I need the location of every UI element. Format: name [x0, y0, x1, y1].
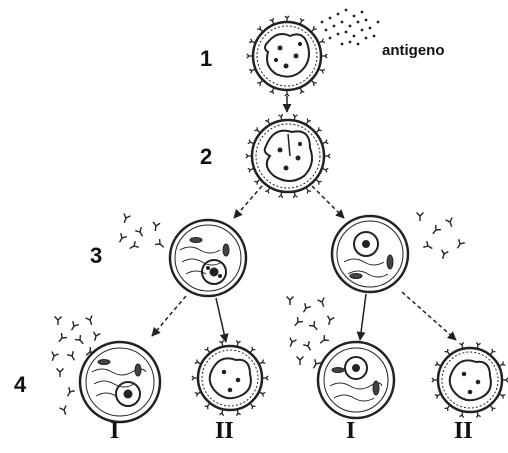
- antibody-icon: [439, 250, 448, 260]
- arrow-3-to-4-a: [152, 296, 186, 336]
- antibody-icon: [292, 317, 303, 328]
- arrow-3-to-4-b: [216, 298, 226, 342]
- cell-type-label-4: II: [454, 418, 473, 445]
- cell-type-label-3: I: [346, 418, 355, 445]
- antibody-icon: [292, 192, 297, 198]
- antibody-icon: [68, 321, 78, 332]
- antibody-icon: [192, 376, 197, 380]
- antibody-icon: [285, 16, 289, 21]
- antibody-icon: [67, 351, 77, 362]
- antibody-icon: [446, 218, 455, 228]
- step-label-4: 4: [14, 372, 26, 398]
- arrow-2-to-3-right: [312, 186, 344, 218]
- antibody-icon: [279, 192, 284, 198]
- arrow-3-to-4-d: [402, 292, 456, 340]
- b-cell-stage-1: [192, 16, 508, 418]
- step-label-1: 1: [200, 46, 212, 72]
- antibody-icon: [49, 352, 58, 362]
- antibody-icon: [297, 357, 304, 366]
- antibody-icon: [309, 321, 320, 332]
- antibody-icon: [417, 213, 424, 222]
- antibodies-step-4: [49, 297, 334, 416]
- cell-type-label-2: II: [215, 418, 234, 445]
- antibody-icon: [246, 154, 251, 158]
- cell-type-label-1: I: [110, 418, 119, 445]
- antibody-icon: [318, 335, 329, 346]
- antibody-icon: [155, 239, 166, 250]
- differentiating-cell-right: [332, 216, 408, 292]
- antibody-icon: [430, 225, 441, 236]
- antibody-icon: [432, 378, 437, 382]
- antibody-icon: [56, 333, 67, 344]
- antibodies-step-3: [116, 213, 464, 260]
- antigen-particles: [321, 9, 380, 46]
- step-label-2: 2: [200, 144, 212, 170]
- differentiating-cell-left: [170, 220, 246, 296]
- memory-cell-left: [198, 346, 262, 410]
- antibody-icon: [57, 369, 64, 378]
- antibody-icon: [287, 338, 296, 348]
- antibody-icon: [121, 214, 130, 224]
- antibody-icon: [247, 54, 252, 58]
- antibody-icon: [152, 222, 160, 232]
- antibody-icon: [322, 54, 327, 58]
- antibody-icon: [263, 376, 268, 380]
- plasma-cell-right: [318, 342, 394, 418]
- b-cell-stage-2: [252, 120, 324, 192]
- step-label-3: 3: [90, 243, 102, 269]
- antibody-icon: [318, 298, 327, 308]
- antibody-icon: [325, 154, 330, 158]
- antibody-icon: [285, 91, 289, 96]
- antibody-icon: [116, 233, 126, 244]
- antibody-icon: [128, 241, 139, 251]
- plasma-cell-left: [80, 342, 160, 422]
- antibody-icon: [303, 341, 313, 352]
- antibody-icon: [91, 332, 100, 342]
- antibody-icon: [423, 241, 434, 251]
- antibody-icon: [64, 387, 74, 398]
- arrow-3-to-4-c: [360, 294, 366, 340]
- antibody-icon: [60, 406, 69, 416]
- antibody-icon: [55, 317, 62, 326]
- memory-cell-right: [438, 348, 502, 412]
- antibody-icon: [300, 303, 310, 314]
- antibody-icon: [135, 227, 145, 238]
- antibody-icon: [279, 114, 284, 120]
- antibody-icon: [287, 297, 294, 306]
- antibody-icon: [86, 316, 95, 326]
- antibody-icon: [454, 239, 464, 250]
- arrow-2-to-3-left: [234, 186, 262, 218]
- antibody-icon: [503, 378, 508, 382]
- antigen-label: antigeno: [382, 42, 445, 59]
- antibody-icon: [325, 316, 334, 326]
- antibody-icon: [75, 335, 86, 346]
- antibody-icon: [292, 114, 297, 120]
